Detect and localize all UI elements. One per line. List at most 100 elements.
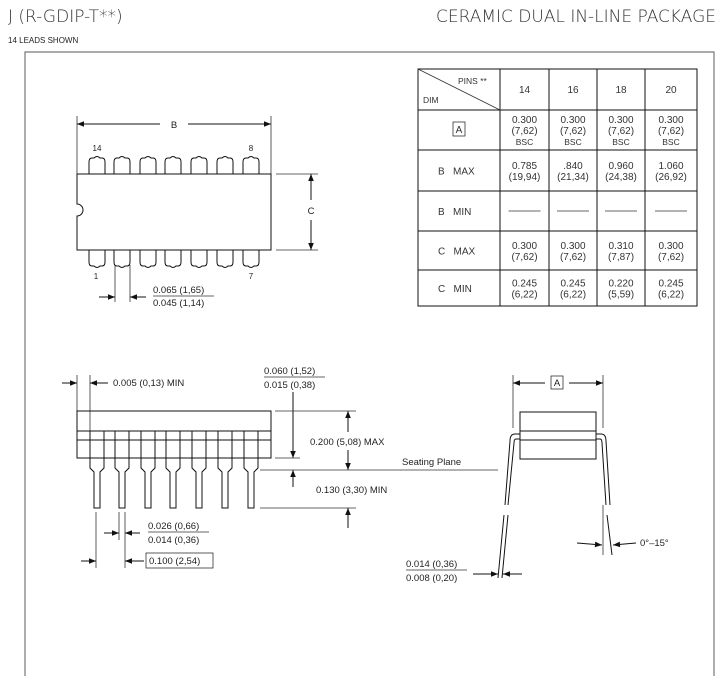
table-row-label: B MIN bbox=[438, 207, 471, 218]
table-cell: 0.220 bbox=[608, 279, 633, 290]
bottom-pin bbox=[190, 250, 208, 268]
table-cell: (7,62) bbox=[658, 126, 684, 137]
pin-label-14: 14 bbox=[93, 144, 102, 153]
bottom-pin bbox=[113, 250, 131, 268]
table-cell: (6,22) bbox=[658, 290, 684, 301]
package-name: CERAMIC DUAL IN-LINE PACKAGE bbox=[436, 7, 716, 27]
standoff-dim: 0.005 (0,13) MIN bbox=[113, 378, 184, 389]
table-border bbox=[417, 68, 698, 307]
seating-plane-label: Seating Plane bbox=[402, 457, 461, 468]
lead-pitch: 0.100 (2,54) bbox=[149, 556, 200, 567]
table-cell: 0.300 bbox=[658, 241, 683, 252]
table-cell: 0.300 bbox=[560, 241, 585, 252]
table-cell: 0.300 bbox=[512, 241, 537, 252]
table-row-label: B MAX bbox=[438, 167, 475, 178]
table-row-label: C MIN bbox=[438, 284, 472, 295]
pin-label-1: 1 bbox=[94, 272, 99, 281]
dim-a-label: A bbox=[554, 378, 561, 389]
side-lead bbox=[140, 430, 156, 509]
leads-shown-note: 14 LEADS SHOWN bbox=[8, 36, 78, 45]
table-cell: (7,62) bbox=[511, 126, 537, 137]
table-cell: 0.300 bbox=[512, 115, 537, 126]
top-pin bbox=[113, 156, 131, 174]
side-lead bbox=[165, 430, 181, 509]
lead-length-min: 0.130 (3,30) MIN bbox=[316, 485, 387, 496]
table-cell: (24,38) bbox=[605, 172, 637, 183]
table-cell: — bbox=[520, 203, 530, 214]
end-view: A 0°–15° 0.014 (0,36) 0.008 (0,20) bbox=[406, 375, 669, 584]
table-cell: (26,92) bbox=[655, 172, 687, 183]
side-leads bbox=[89, 430, 259, 509]
table-row-label: C MAX bbox=[438, 247, 476, 258]
table-cell: BSC bbox=[612, 137, 629, 147]
table-cell: (19,94) bbox=[509, 172, 541, 183]
table-cell: 0.960 bbox=[608, 161, 633, 172]
table-cell: (6,22) bbox=[511, 290, 537, 301]
table-cell: 0.245 bbox=[658, 279, 683, 290]
bottom-pin bbox=[88, 250, 106, 268]
table-cell: (6,22) bbox=[560, 290, 586, 301]
top-pin bbox=[139, 156, 157, 174]
table-cell: 0.300 bbox=[608, 115, 633, 126]
table-column-header: 16 bbox=[567, 85, 579, 96]
package-designation: J (R-GDIP-T**) bbox=[8, 7, 123, 27]
side-lead bbox=[114, 430, 130, 509]
top-pin bbox=[242, 156, 260, 174]
bottom-pin bbox=[216, 250, 234, 268]
top-pin bbox=[164, 156, 182, 174]
table-cell: (7,87) bbox=[608, 252, 634, 263]
table-row-label: A bbox=[456, 125, 463, 136]
table-cell: 0.245 bbox=[560, 279, 585, 290]
table-cell: (7,62) bbox=[560, 126, 586, 137]
side-view: 0.005 (0,13) MIN 0.060 (1,52) 0.015 (0,3… bbox=[62, 366, 498, 569]
bottom-pin bbox=[242, 250, 260, 268]
side-lead bbox=[217, 430, 233, 509]
table-cell: BSC bbox=[516, 137, 533, 147]
table-cell: (7,62) bbox=[560, 252, 586, 263]
table-cell: (7,62) bbox=[511, 252, 537, 263]
table-cell: BSC bbox=[564, 137, 581, 147]
pitch-min: 0.045 (1,14) bbox=[153, 298, 204, 309]
package-body-side bbox=[76, 410, 272, 459]
table-datum-box bbox=[452, 121, 466, 137]
table-cell: 0.300 bbox=[658, 115, 683, 126]
table-cell: .840 bbox=[563, 161, 583, 172]
table-cell: — bbox=[616, 203, 626, 214]
lead-thickness-max: 0.014 (0,36) bbox=[406, 559, 457, 570]
lead-width-max: 0.026 (0,66) bbox=[148, 521, 199, 532]
table-cell: (21,34) bbox=[557, 172, 589, 183]
dim-c-label: C bbox=[308, 206, 315, 217]
table-corner-diagonal bbox=[417, 68, 501, 111]
shoulder-max: 0.060 (1,52) bbox=[264, 366, 315, 377]
top-view: B 14 8 1 7 C 0.065 (1,65) 0.045 (1,14) bbox=[76, 116, 318, 309]
bottom-pins bbox=[88, 250, 260, 268]
table-cell: (7,62) bbox=[608, 126, 634, 137]
package-body-top bbox=[76, 173, 272, 251]
table-column-header: 14 bbox=[519, 85, 531, 96]
lead-width-min: 0.014 (0,36) bbox=[148, 535, 199, 546]
table-corner-pins: PINS ** bbox=[458, 76, 488, 86]
side-lead bbox=[191, 430, 207, 509]
lead-angle: 0°–15° bbox=[640, 538, 669, 549]
side-lead bbox=[89, 430, 105, 509]
pin-label-7: 7 bbox=[249, 272, 254, 281]
table-column-header: 20 bbox=[665, 85, 677, 96]
datum-a-box bbox=[550, 375, 564, 390]
top-pins bbox=[88, 156, 260, 174]
package-body-end bbox=[519, 411, 597, 460]
table-cell: 0.310 bbox=[608, 241, 633, 252]
bottom-pin bbox=[164, 250, 182, 268]
side-lead bbox=[243, 430, 259, 509]
table-cell: 1.060 bbox=[658, 161, 683, 172]
top-pin bbox=[88, 156, 106, 174]
pin-label-8: 8 bbox=[249, 144, 254, 153]
top-pin bbox=[190, 156, 208, 174]
top-pin bbox=[216, 156, 234, 174]
table-cell: — bbox=[568, 203, 578, 214]
table-column-header: 18 bbox=[615, 85, 627, 96]
pitch-max: 0.065 (1,65) bbox=[153, 285, 204, 296]
height-max: 0.200 (5,08) MAX bbox=[310, 437, 385, 448]
dim-b-label: B bbox=[171, 120, 177, 131]
